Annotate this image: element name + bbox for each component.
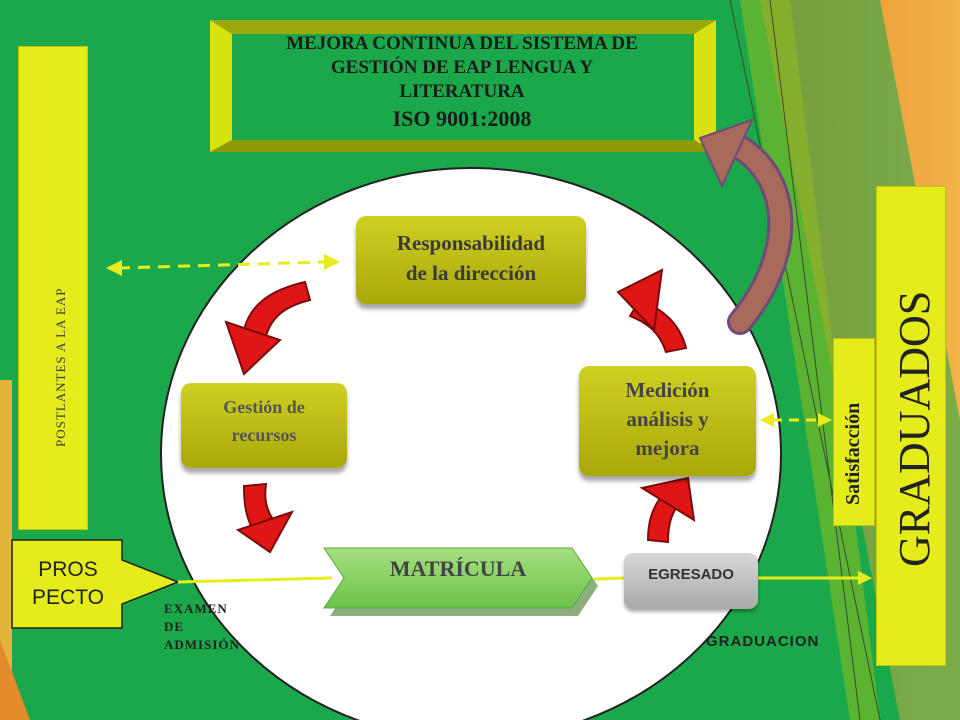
- title-box: MEJORA CONTINUA DEL SISTEMA DE GESTIÓN D…: [210, 20, 716, 156]
- loop-arrow-head: [698, 118, 754, 189]
- examen-label: EXAMEN DE ADMISIÓN: [164, 600, 240, 654]
- gestion-node: Gestión de recursos: [181, 383, 347, 468]
- prospecto-arrow: [11, 539, 181, 629]
- gestion-line-2: recursos: [231, 425, 297, 445]
- title-frame-left: [210, 20, 232, 152]
- examen-line-3: ADMISIÓN: [164, 637, 240, 652]
- red-arrow-top-right: [616, 268, 688, 354]
- title-frame-right: [694, 20, 716, 152]
- medicion-line-3: mejora: [635, 436, 700, 460]
- medicion-line-1: Medición: [625, 378, 710, 402]
- responsabilidad-line-2: de la dirección: [405, 261, 537, 285]
- graduacion-label: GRADUACION: [706, 633, 820, 650]
- title-line-1: MEJORA CONTINUA DEL SISTEMA DE: [286, 33, 638, 54]
- responsabilidad-line-1: Responsabilidad: [396, 231, 546, 255]
- matricula-label: MATRÍCULA: [389, 556, 527, 581]
- egresado-label: EGRESADO: [648, 566, 734, 583]
- yellow-stripe-left: [0, 380, 12, 720]
- graduados-panel: GRADUADOS: [876, 186, 946, 666]
- matricula-chevron: [323, 547, 593, 609]
- prospecto-line-2: PECTO: [32, 586, 104, 609]
- title-text: MEJORA CONTINUA DEL SISTEMA DE GESTIÓN D…: [232, 32, 692, 154]
- postulantes-label: POSTLANTES A LA EAP: [53, 287, 68, 448]
- title-iso: ISO 9001:2008: [392, 106, 532, 131]
- egresado-node: EGRESADO: [624, 553, 758, 609]
- medicion-node: Medición análisis y mejora: [579, 366, 756, 476]
- satisfaccion-panel: Satisfacción: [833, 338, 875, 526]
- responsabilidad-node: Responsabilidad de la dirección: [356, 216, 586, 304]
- graduados-label: GRADUADOS: [890, 290, 939, 567]
- title-line-2: GESTIÓN DE EAP LENGUA Y: [330, 57, 594, 78]
- postulantes-panel: POSTLANTES A LA EAP: [18, 46, 88, 530]
- examen-line-1: EXAMEN: [164, 601, 228, 616]
- prospecto-line-1: PROS: [38, 558, 98, 581]
- orange-stripe-bottom-left: [0, 640, 30, 720]
- satisfaccion-label: Satisfacción: [842, 402, 864, 505]
- gestion-line-1: Gestión de: [223, 397, 305, 417]
- medicion-line-2: análisis y: [626, 407, 709, 431]
- prospecto-label: PROS PECTO: [14, 556, 122, 612]
- red-arrow-top-left: [224, 280, 312, 376]
- title-line-3: LITERATURA: [399, 81, 525, 102]
- red-arrow-bottom-left: [235, 482, 295, 554]
- examen-line-2: DE: [164, 619, 185, 634]
- red-arrow-bottom-right: [639, 476, 696, 544]
